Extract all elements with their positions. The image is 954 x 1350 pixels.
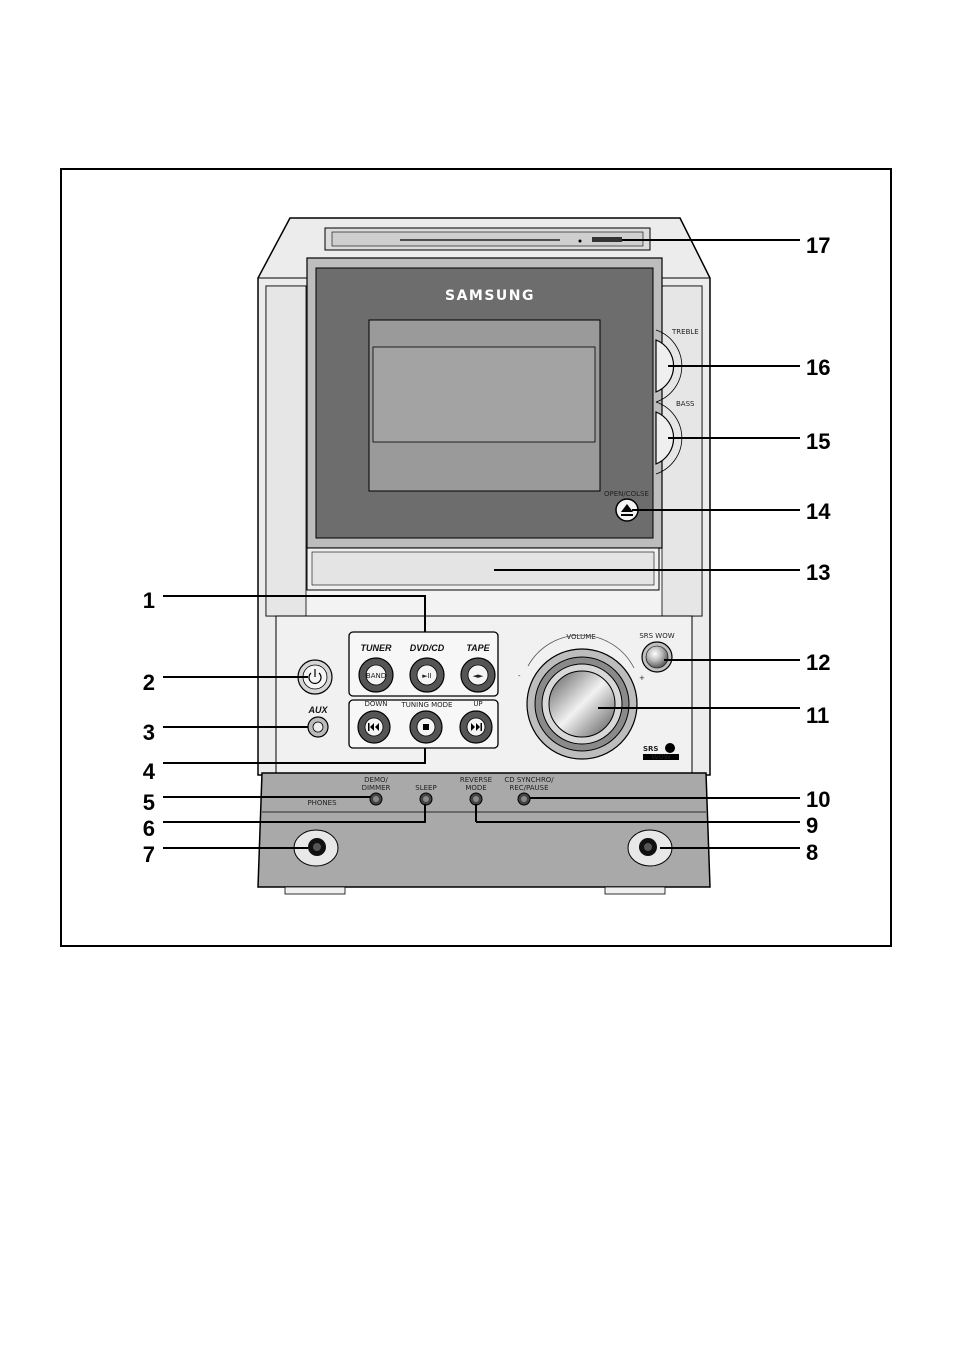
callout-17: 17: [806, 233, 830, 258]
reverse-mode-label-2: MODE: [465, 784, 486, 792]
stop-icon: [423, 724, 429, 730]
callout-13: 13: [806, 560, 830, 585]
callout-1: 1: [143, 588, 155, 613]
front-display-panel: SAMSUNG: [307, 258, 662, 548]
play-pause-icon: ►II: [422, 672, 432, 680]
cd-synchro-button[interactable]: [518, 793, 530, 805]
callout-14: 14: [806, 499, 831, 524]
aux-label: AUX: [307, 705, 328, 715]
bass-label: BASS: [676, 400, 695, 408]
volume-plus-label: +: [639, 674, 645, 682]
tape-label: TAPE: [466, 643, 490, 653]
callout-9: 9: [806, 813, 818, 838]
callout-5: 5: [143, 790, 155, 815]
play-pause-button[interactable]: ►II: [410, 658, 444, 692]
tuner-label: TUNER: [361, 643, 392, 653]
demo-dimmer-button[interactable]: [370, 793, 382, 805]
phones-label: PHONES: [307, 799, 337, 807]
tuning-mode-label: TUNING MODE: [401, 701, 453, 709]
callout-16: 16: [806, 355, 830, 380]
srs-wow-button[interactable]: SRS WOW: [639, 632, 674, 672]
tape-button[interactable]: ◄►: [461, 658, 495, 692]
disc-slot[interactable]: [325, 228, 650, 250]
srs-wow-label: SRS WOW: [639, 632, 674, 640]
demo-dimmer-label-1: DEMO/: [364, 776, 388, 784]
skip-forward-button[interactable]: [460, 711, 492, 743]
callout-10: 10: [806, 787, 830, 812]
callout-12: 12: [806, 650, 830, 675]
reverse-mode-button[interactable]: [470, 793, 482, 805]
tape-direction-icon: ◄►: [473, 672, 484, 680]
tuner-button[interactable]: BAND: [359, 658, 393, 692]
sleep-label: SLEEP: [415, 784, 436, 792]
srs-logo-text: SRS: [643, 745, 658, 753]
open-close-label: OPEN/COLSE: [604, 490, 649, 498]
callout-11: 11: [806, 703, 829, 728]
volume-label: VOLUME: [566, 633, 595, 641]
sleep-button[interactable]: [420, 793, 432, 805]
callout-2: 2: [143, 670, 155, 695]
skip-back-button[interactable]: [358, 711, 390, 743]
function-buttons-group: TUNER DVD/CD TAPE BAND ►II ◄►: [349, 632, 498, 696]
reverse-mode-label-1: REVERSE: [460, 776, 492, 784]
stop-button[interactable]: [410, 711, 442, 743]
callout-4: 4: [143, 759, 156, 784]
srs-logo-sub: WOW: [651, 753, 670, 761]
callout-3: 3: [143, 720, 155, 745]
up-label: UP: [473, 700, 482, 708]
cd-synchro-label-2: REC/PAUSE: [509, 784, 548, 792]
treble-label: TREBLE: [671, 328, 699, 336]
callout-15: 15: [806, 429, 830, 454]
down-label: DOWN: [364, 700, 387, 708]
brand-logo: SAMSUNG: [445, 288, 535, 304]
cd-synchro-label-1: CD SYNCHRO/: [504, 776, 554, 784]
callout-6: 6: [143, 816, 155, 841]
dvd-cd-label: DVD/CD: [410, 643, 445, 653]
band-label: BAND: [366, 672, 386, 680]
callout-8: 8: [806, 840, 818, 865]
callout-7: 7: [143, 842, 155, 867]
transport-buttons-group: DOWN TUNING MODE UP: [349, 700, 498, 748]
demo-dimmer-label-2: DIMMER: [362, 784, 391, 792]
aux-button[interactable]: AUX: [307, 705, 328, 737]
